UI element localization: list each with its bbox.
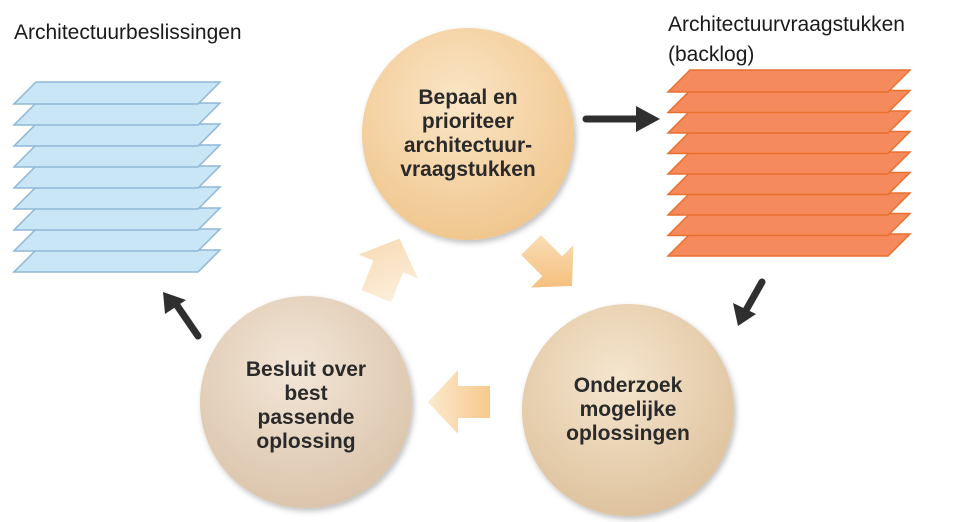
stack-layer (666, 130, 912, 155)
stack-layer (666, 89, 912, 114)
step-line: Besluit over (245, 358, 367, 381)
step-line: mogelijke (579, 398, 677, 421)
dark-arrow-icon (163, 292, 202, 340)
step-circle-top (362, 28, 574, 240)
stack-layer (666, 192, 912, 216)
light-block-arrow-icon (428, 370, 490, 434)
backlog-label-line1: Architectuurvraagstukken (668, 13, 905, 36)
step-text-research: Onderzoek mogelijke oplossingen (538, 360, 718, 460)
light-block-arrow-icon (521, 235, 574, 288)
step-line: passende (257, 406, 355, 429)
stack-layer (12, 207, 222, 231)
stack-layer (12, 102, 222, 126)
step-line: Onderzoek (573, 374, 683, 397)
stack-layer (666, 110, 912, 134)
step-line: Bepaal en (418, 86, 518, 109)
backlog-stack-icon (666, 69, 912, 257)
step-text-decide: Besluit over best passende oplossing (216, 346, 396, 466)
stack-layer (666, 233, 912, 257)
dark-arrow-icon (582, 106, 660, 132)
stack-layer (12, 81, 222, 105)
step-line: best (284, 382, 328, 405)
stack-layer (12, 123, 222, 147)
backlog-label-line2: (backlog) (668, 43, 755, 66)
step-line: prioriteer (421, 110, 515, 133)
step-line: oplossing (256, 430, 356, 453)
stack-layer (12, 186, 222, 210)
decisions-stack-icon (12, 81, 222, 273)
light-block-arrow-icon (358, 238, 418, 303)
stack-layer (666, 151, 912, 175)
step-circle-right (522, 304, 734, 516)
stack-layer (12, 165, 222, 189)
dark-arrow-icon (733, 278, 766, 326)
stack-layer (12, 144, 222, 168)
stack-layer (12, 228, 222, 252)
step-line: oplossingen (566, 422, 690, 445)
stack-layer (12, 249, 222, 273)
step-circle-left (200, 296, 412, 508)
decisions-label: Architectuurbeslissingen (14, 21, 242, 44)
stack-layer (666, 171, 912, 196)
step-line: vraagstukken (400, 158, 536, 181)
stack-layer (666, 212, 912, 237)
step-line: architectuur- (403, 134, 533, 157)
stack-layer (666, 69, 912, 93)
step-text-prioritize: Bepaal en prioriteer architectuur- vraag… (378, 74, 558, 194)
